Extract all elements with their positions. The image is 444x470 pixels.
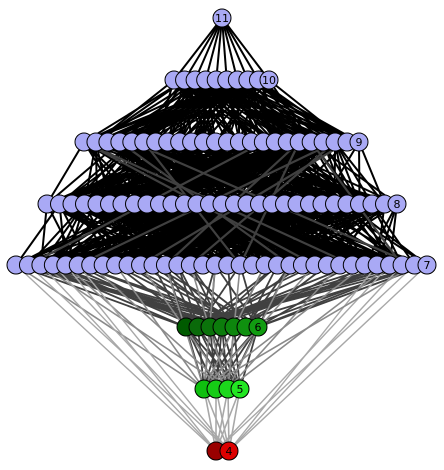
edge bbox=[221, 17, 228, 81]
layer-label: 6 bbox=[255, 321, 262, 334]
edge bbox=[247, 79, 312, 143]
edge bbox=[268, 79, 348, 143]
edge-layer bbox=[15, 17, 428, 452]
edge bbox=[177, 264, 199, 328]
edge bbox=[257, 79, 336, 143]
edge bbox=[83, 79, 217, 143]
edge bbox=[358, 141, 361, 205]
edge bbox=[190, 203, 398, 266]
edge bbox=[358, 141, 386, 205]
edge bbox=[194, 17, 223, 81]
edge bbox=[197, 264, 217, 328]
edge bbox=[155, 79, 270, 143]
layer-label: 11 bbox=[215, 12, 229, 25]
edge bbox=[257, 264, 428, 328]
edge bbox=[46, 141, 85, 205]
node bbox=[349, 132, 369, 152]
edge bbox=[204, 17, 223, 81]
edge bbox=[40, 264, 187, 328]
edge bbox=[334, 141, 373, 205]
node bbox=[417, 255, 437, 275]
edge bbox=[228, 388, 241, 452]
edge bbox=[221, 17, 260, 81]
node bbox=[259, 70, 279, 90]
edge bbox=[183, 17, 223, 81]
node bbox=[230, 379, 250, 399]
edge bbox=[46, 141, 228, 205]
layer-label: 5 bbox=[237, 383, 244, 396]
edge bbox=[185, 264, 428, 328]
edge bbox=[257, 79, 348, 143]
edge bbox=[239, 326, 259, 390]
edge bbox=[40, 264, 217, 452]
node bbox=[248, 317, 268, 337]
node bbox=[212, 8, 232, 28]
edge bbox=[65, 264, 217, 452]
edge bbox=[203, 264, 415, 390]
edge bbox=[65, 264, 205, 390]
edge bbox=[228, 264, 428, 452]
edge bbox=[203, 326, 223, 390]
edge bbox=[15, 203, 61, 266]
edge bbox=[221, 17, 239, 81]
edge bbox=[301, 203, 398, 266]
edge bbox=[197, 326, 205, 390]
edge bbox=[83, 79, 186, 143]
node-layer: 11 10 9 8 7 6 5 4 bbox=[6, 8, 437, 461]
layer-label: 10 bbox=[262, 74, 276, 87]
edge bbox=[238, 79, 260, 143]
edge bbox=[140, 203, 398, 266]
edge bbox=[215, 17, 223, 81]
node bbox=[387, 194, 407, 214]
edge bbox=[15, 264, 205, 390]
node bbox=[219, 441, 239, 461]
edge bbox=[214, 79, 270, 143]
edge bbox=[321, 141, 360, 205]
edge bbox=[152, 264, 187, 328]
edge bbox=[250, 79, 270, 143]
edge bbox=[197, 264, 241, 328]
edge bbox=[257, 79, 312, 143]
edge bbox=[114, 264, 205, 390]
edge bbox=[77, 264, 230, 452]
edge bbox=[215, 264, 416, 452]
layer-label: 9 bbox=[356, 136, 363, 149]
edge bbox=[131, 79, 270, 143]
edge bbox=[115, 264, 199, 328]
layer-label: 8 bbox=[394, 198, 401, 211]
edge bbox=[334, 141, 361, 205]
edge bbox=[164, 264, 199, 328]
layer-label: 7 bbox=[424, 259, 431, 272]
edge bbox=[203, 264, 366, 390]
edge bbox=[28, 203, 398, 266]
edge bbox=[173, 17, 223, 81]
edge bbox=[221, 17, 249, 81]
layer-label: 4 bbox=[226, 445, 233, 458]
edge bbox=[283, 141, 348, 205]
edge bbox=[268, 79, 313, 143]
edge bbox=[257, 79, 289, 143]
edge bbox=[177, 264, 259, 328]
edge bbox=[194, 79, 241, 143]
edge bbox=[15, 264, 217, 452]
edge bbox=[221, 17, 270, 81]
edge bbox=[376, 203, 398, 266]
edge bbox=[203, 388, 217, 452]
